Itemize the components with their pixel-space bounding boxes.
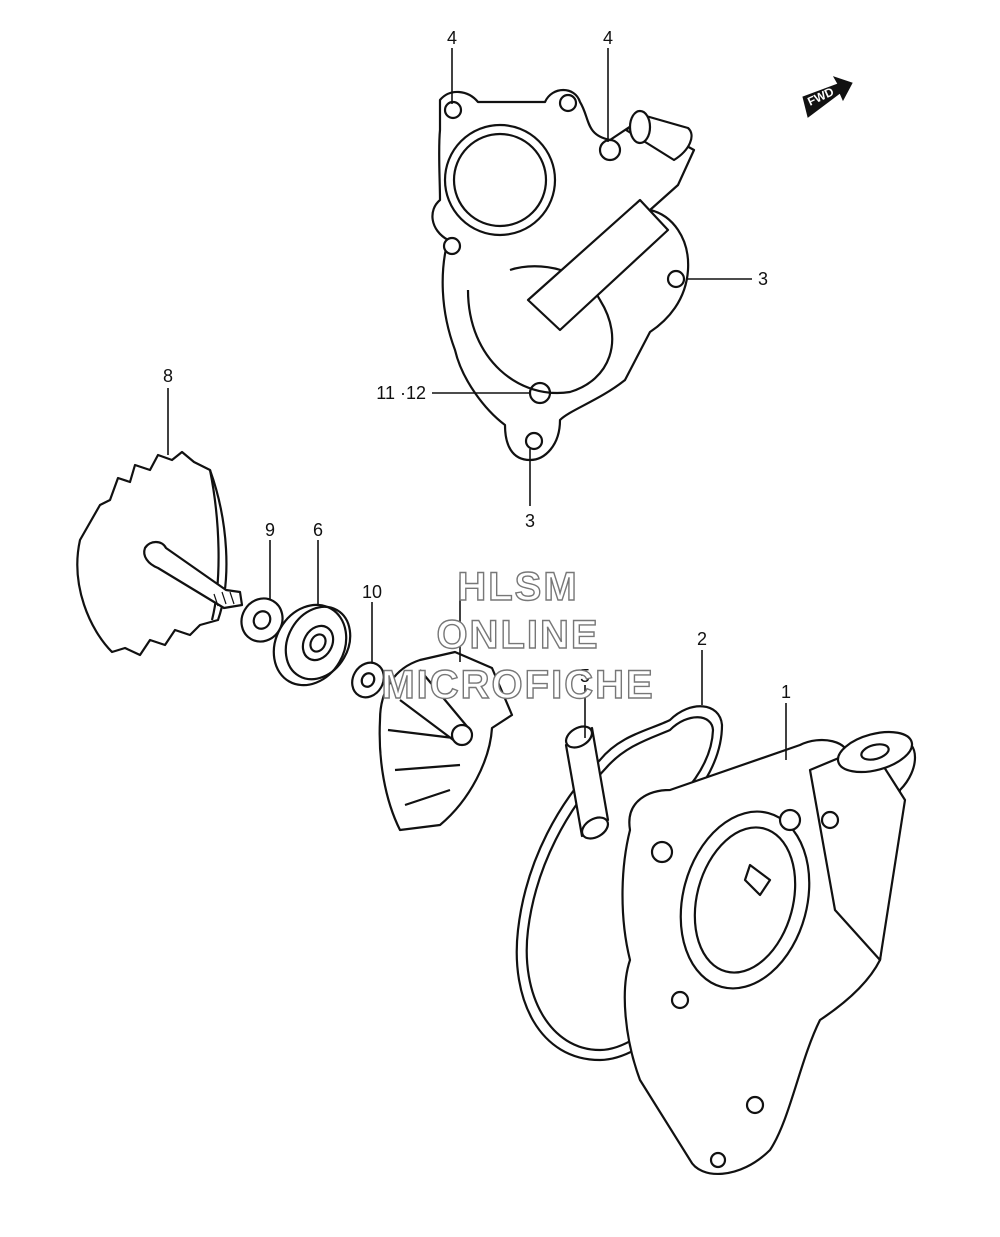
callout-6: 6: [313, 520, 323, 540]
callout-3-right: 3: [758, 269, 768, 289]
pump-cover: [431, 88, 696, 462]
leader-lines: [167, 48, 787, 760]
dowel-pin: [564, 725, 610, 840]
washer: [240, 597, 284, 643]
watermark-line-1: HLSM: [457, 565, 578, 609]
callout-11-12: 11 ·12: [376, 383, 426, 403]
impeller: [378, 650, 514, 832]
impeller-gear: [76, 450, 244, 657]
fwd-arrow-icon: FWD: [802, 76, 853, 118]
callout-labels: 4 4 3 11 ·12 3 8 9 6 10 5 2 1: [163, 28, 791, 702]
callout-4-right: 4: [603, 28, 613, 48]
watermark-line-3: MICROFICHE: [381, 663, 654, 707]
callout-8: 8: [163, 366, 173, 386]
callout-10: 10: [362, 582, 382, 602]
watermark-line-2: ONLINE: [436, 613, 599, 657]
callout-9: 9: [265, 520, 275, 540]
oil-seal: [272, 603, 352, 687]
callout-3-bottom: 3: [525, 511, 535, 531]
watermark: HLSM ONLINE MICROFICHE: [381, 564, 654, 707]
callout-5: 5: [580, 666, 590, 686]
pump-case: [621, 730, 916, 1176]
callout-2: 2: [697, 629, 707, 649]
callout-4-left: 4: [447, 28, 457, 48]
callout-1: 1: [781, 682, 791, 702]
small-washer: [351, 661, 385, 699]
